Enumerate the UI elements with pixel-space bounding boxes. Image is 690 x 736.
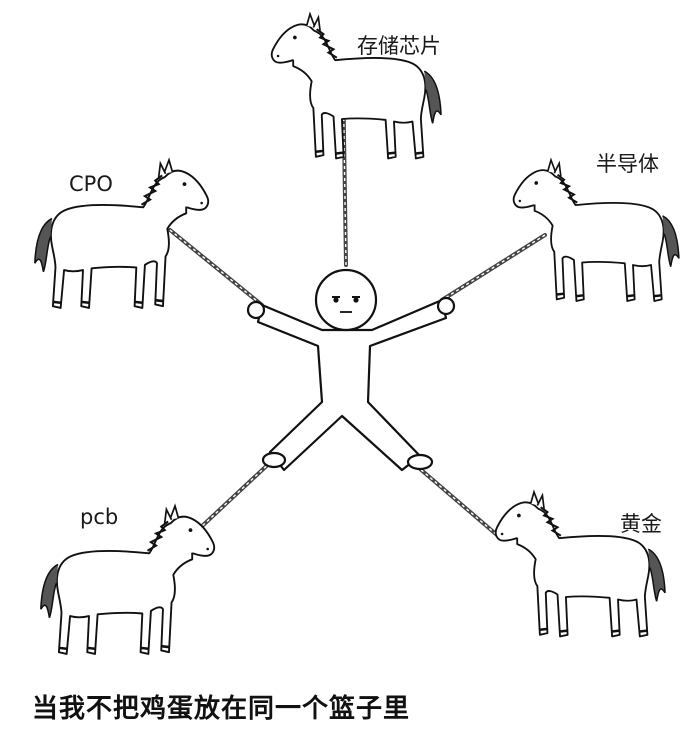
stick-figure [246,268,456,472]
label-right: 半导体 [596,152,659,176]
horse-left [33,158,210,310]
label-bottom-left: pcb [80,505,119,529]
caption: 当我不把鸡蛋放在同一个篮子里 [32,694,411,724]
horse-bottom-left [39,504,216,656]
rope-bottom-left [198,456,277,530]
rope-left [168,228,264,307]
label-top: 存储芯片 [357,34,441,58]
label-left: CPO [69,172,113,196]
label-bottom-right: 黄金 [620,512,662,536]
horse-right [512,158,681,303]
